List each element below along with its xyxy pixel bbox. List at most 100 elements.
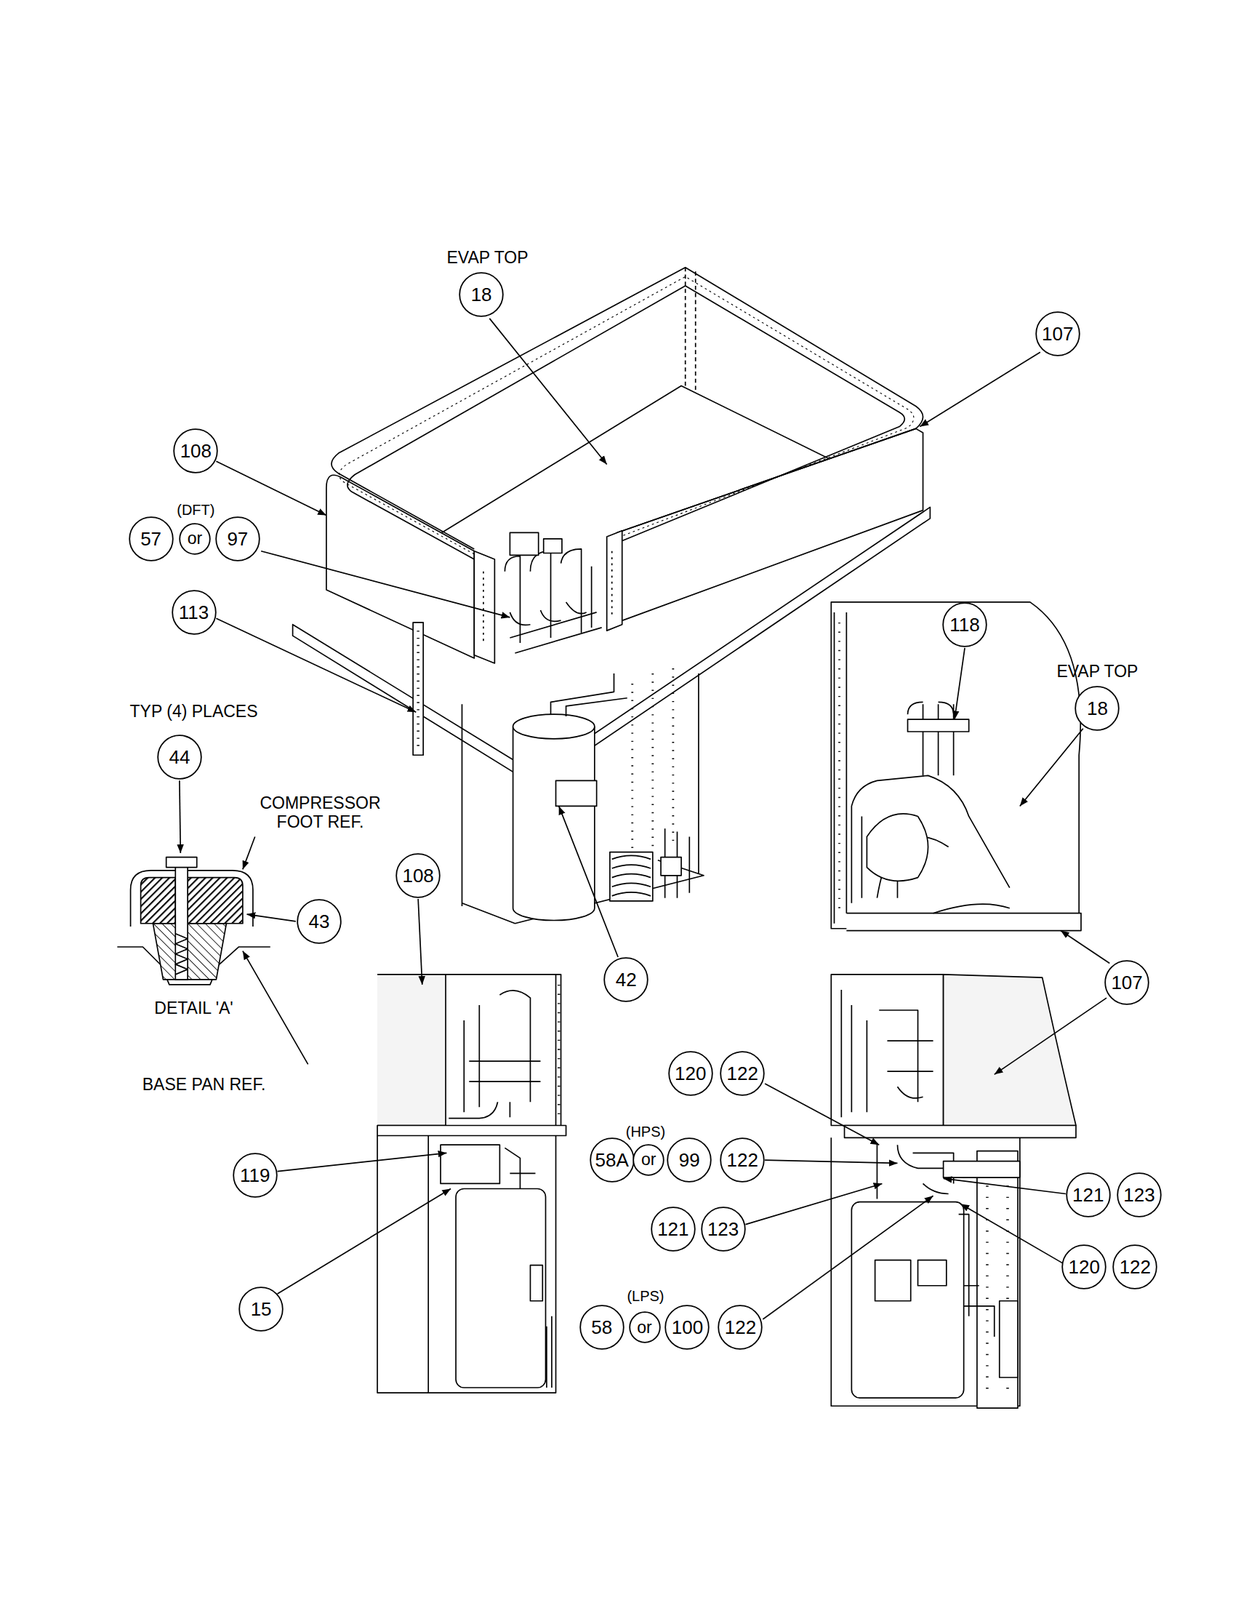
reference-label: COMPRESSOR FOOT REF. bbox=[236, 792, 404, 831]
leader-lines bbox=[745, 1182, 882, 1224]
or-circle: or bbox=[628, 1310, 661, 1343]
callout-number: 107 bbox=[1041, 324, 1074, 344]
left-side-view bbox=[377, 1124, 567, 1135]
or-circle: or bbox=[178, 522, 211, 555]
callout-circle: 122 bbox=[717, 1304, 763, 1350]
callout-number: or bbox=[187, 529, 203, 547]
callout-number: 113 bbox=[178, 602, 209, 622]
leader-lines bbox=[559, 805, 618, 957]
leader-lines bbox=[215, 617, 416, 712]
callout-number: 119 bbox=[239, 1165, 270, 1185]
top-corner-view bbox=[830, 601, 1081, 929]
callout-number: 118 bbox=[949, 615, 980, 634]
part-label: EVAP TOP bbox=[446, 247, 528, 267]
leader-lines bbox=[242, 836, 256, 870]
left-side-view bbox=[557, 984, 561, 1117]
callout-circle: 15 bbox=[238, 1286, 284, 1332]
circle-border bbox=[667, 1137, 712, 1182]
callout-number: 107 bbox=[1110, 972, 1143, 992]
right-side-view bbox=[876, 1142, 1020, 1199]
circle-border bbox=[633, 1144, 664, 1175]
leader-lines bbox=[242, 950, 309, 1065]
leader-lines bbox=[260, 551, 510, 618]
callout-number: 97 bbox=[226, 529, 248, 549]
callout-number: 57 bbox=[140, 529, 162, 549]
right-side-view bbox=[875, 1259, 911, 1301]
callout-circle: 121 bbox=[1065, 1171, 1111, 1218]
circle-border bbox=[1105, 960, 1149, 1004]
callout-number: 44 bbox=[168, 747, 190, 767]
callout-circle: 123 bbox=[1116, 1171, 1162, 1218]
circle-border bbox=[215, 516, 260, 561]
evaporator-assembly bbox=[331, 267, 924, 549]
top-corner-view bbox=[851, 774, 1010, 903]
callout-circle: 119 bbox=[232, 1152, 278, 1198]
evaporator-assembly bbox=[509, 532, 538, 555]
callout-number: 122 bbox=[1119, 1256, 1151, 1276]
evaporator-assembly bbox=[609, 852, 653, 901]
evaporator-assembly bbox=[326, 474, 475, 658]
circle-border bbox=[396, 853, 440, 898]
callout-number: 123 bbox=[1123, 1185, 1155, 1204]
leader-lines bbox=[277, 1187, 451, 1293]
evaporator-assembly bbox=[509, 612, 602, 653]
circle-border bbox=[651, 1207, 696, 1252]
callout-number: 121 bbox=[1072, 1185, 1104, 1204]
leader-lines bbox=[762, 1195, 933, 1319]
callout-circle: 113 bbox=[171, 589, 217, 635]
note-label: (HPS) bbox=[625, 1122, 666, 1140]
callout-number: 18 bbox=[471, 284, 493, 304]
evaporator-assembly bbox=[617, 428, 924, 623]
callout-number: 108 bbox=[180, 441, 212, 461]
leader-lines bbox=[954, 647, 965, 720]
callout-circle: 97 bbox=[215, 516, 261, 562]
callout-circle: 108 bbox=[173, 428, 219, 474]
top-corner-view bbox=[908, 701, 954, 775]
circle-border bbox=[239, 1286, 283, 1331]
evaporator-assembly bbox=[543, 538, 562, 554]
circle-border bbox=[1113, 1244, 1158, 1289]
top-corner-view bbox=[838, 622, 841, 909]
detail-a-mount bbox=[117, 857, 270, 985]
circle-border bbox=[604, 957, 649, 1002]
callout-circle: 44 bbox=[157, 734, 203, 780]
reference-label: BASE PAN REF. bbox=[142, 1074, 267, 1094]
evaporator-assembly bbox=[513, 713, 595, 739]
detail-a-mount bbox=[130, 870, 253, 927]
leader-lines bbox=[994, 997, 1107, 1074]
leader-lines bbox=[179, 780, 181, 853]
callout-number: 58A bbox=[595, 1150, 629, 1170]
leader-lines bbox=[764, 1159, 898, 1163]
callout-number: 123 bbox=[707, 1219, 739, 1239]
top-corner-view bbox=[933, 903, 1010, 914]
evaporator-assembly bbox=[416, 630, 420, 750]
top-corner-view bbox=[846, 913, 1082, 931]
circle-border bbox=[174, 428, 219, 473]
callout-number: 120 bbox=[1067, 1256, 1100, 1276]
left-side-view bbox=[377, 1135, 556, 1393]
evaporator-assembly bbox=[504, 548, 592, 643]
evaporator-assembly bbox=[509, 601, 586, 626]
left-side-view bbox=[377, 974, 567, 1393]
detail-a-mount bbox=[175, 865, 188, 980]
top-corner-view bbox=[834, 612, 847, 924]
left-side-view bbox=[377, 974, 446, 1126]
evaporator-assembly bbox=[338, 276, 914, 554]
callout-circle: 120 bbox=[1061, 1243, 1107, 1289]
callout-circle: 58A bbox=[589, 1137, 635, 1183]
right-side-view bbox=[918, 1259, 947, 1286]
circle-border bbox=[942, 602, 987, 647]
top-corner-view bbox=[908, 719, 970, 732]
evaporator-assembly bbox=[347, 285, 905, 560]
evaporator-assembly bbox=[412, 622, 424, 755]
detail-a-mount bbox=[187, 877, 243, 924]
part-label: EVAP TOP bbox=[1056, 661, 1138, 681]
callout-circle: 108 bbox=[395, 852, 441, 898]
leader-lines bbox=[1019, 728, 1084, 807]
left-side-view bbox=[448, 1101, 498, 1118]
callout-number: 121 bbox=[657, 1219, 689, 1239]
left-side-view bbox=[445, 974, 562, 1126]
callout-number: 99 bbox=[679, 1150, 701, 1170]
callout-circle: 122 bbox=[719, 1050, 765, 1096]
